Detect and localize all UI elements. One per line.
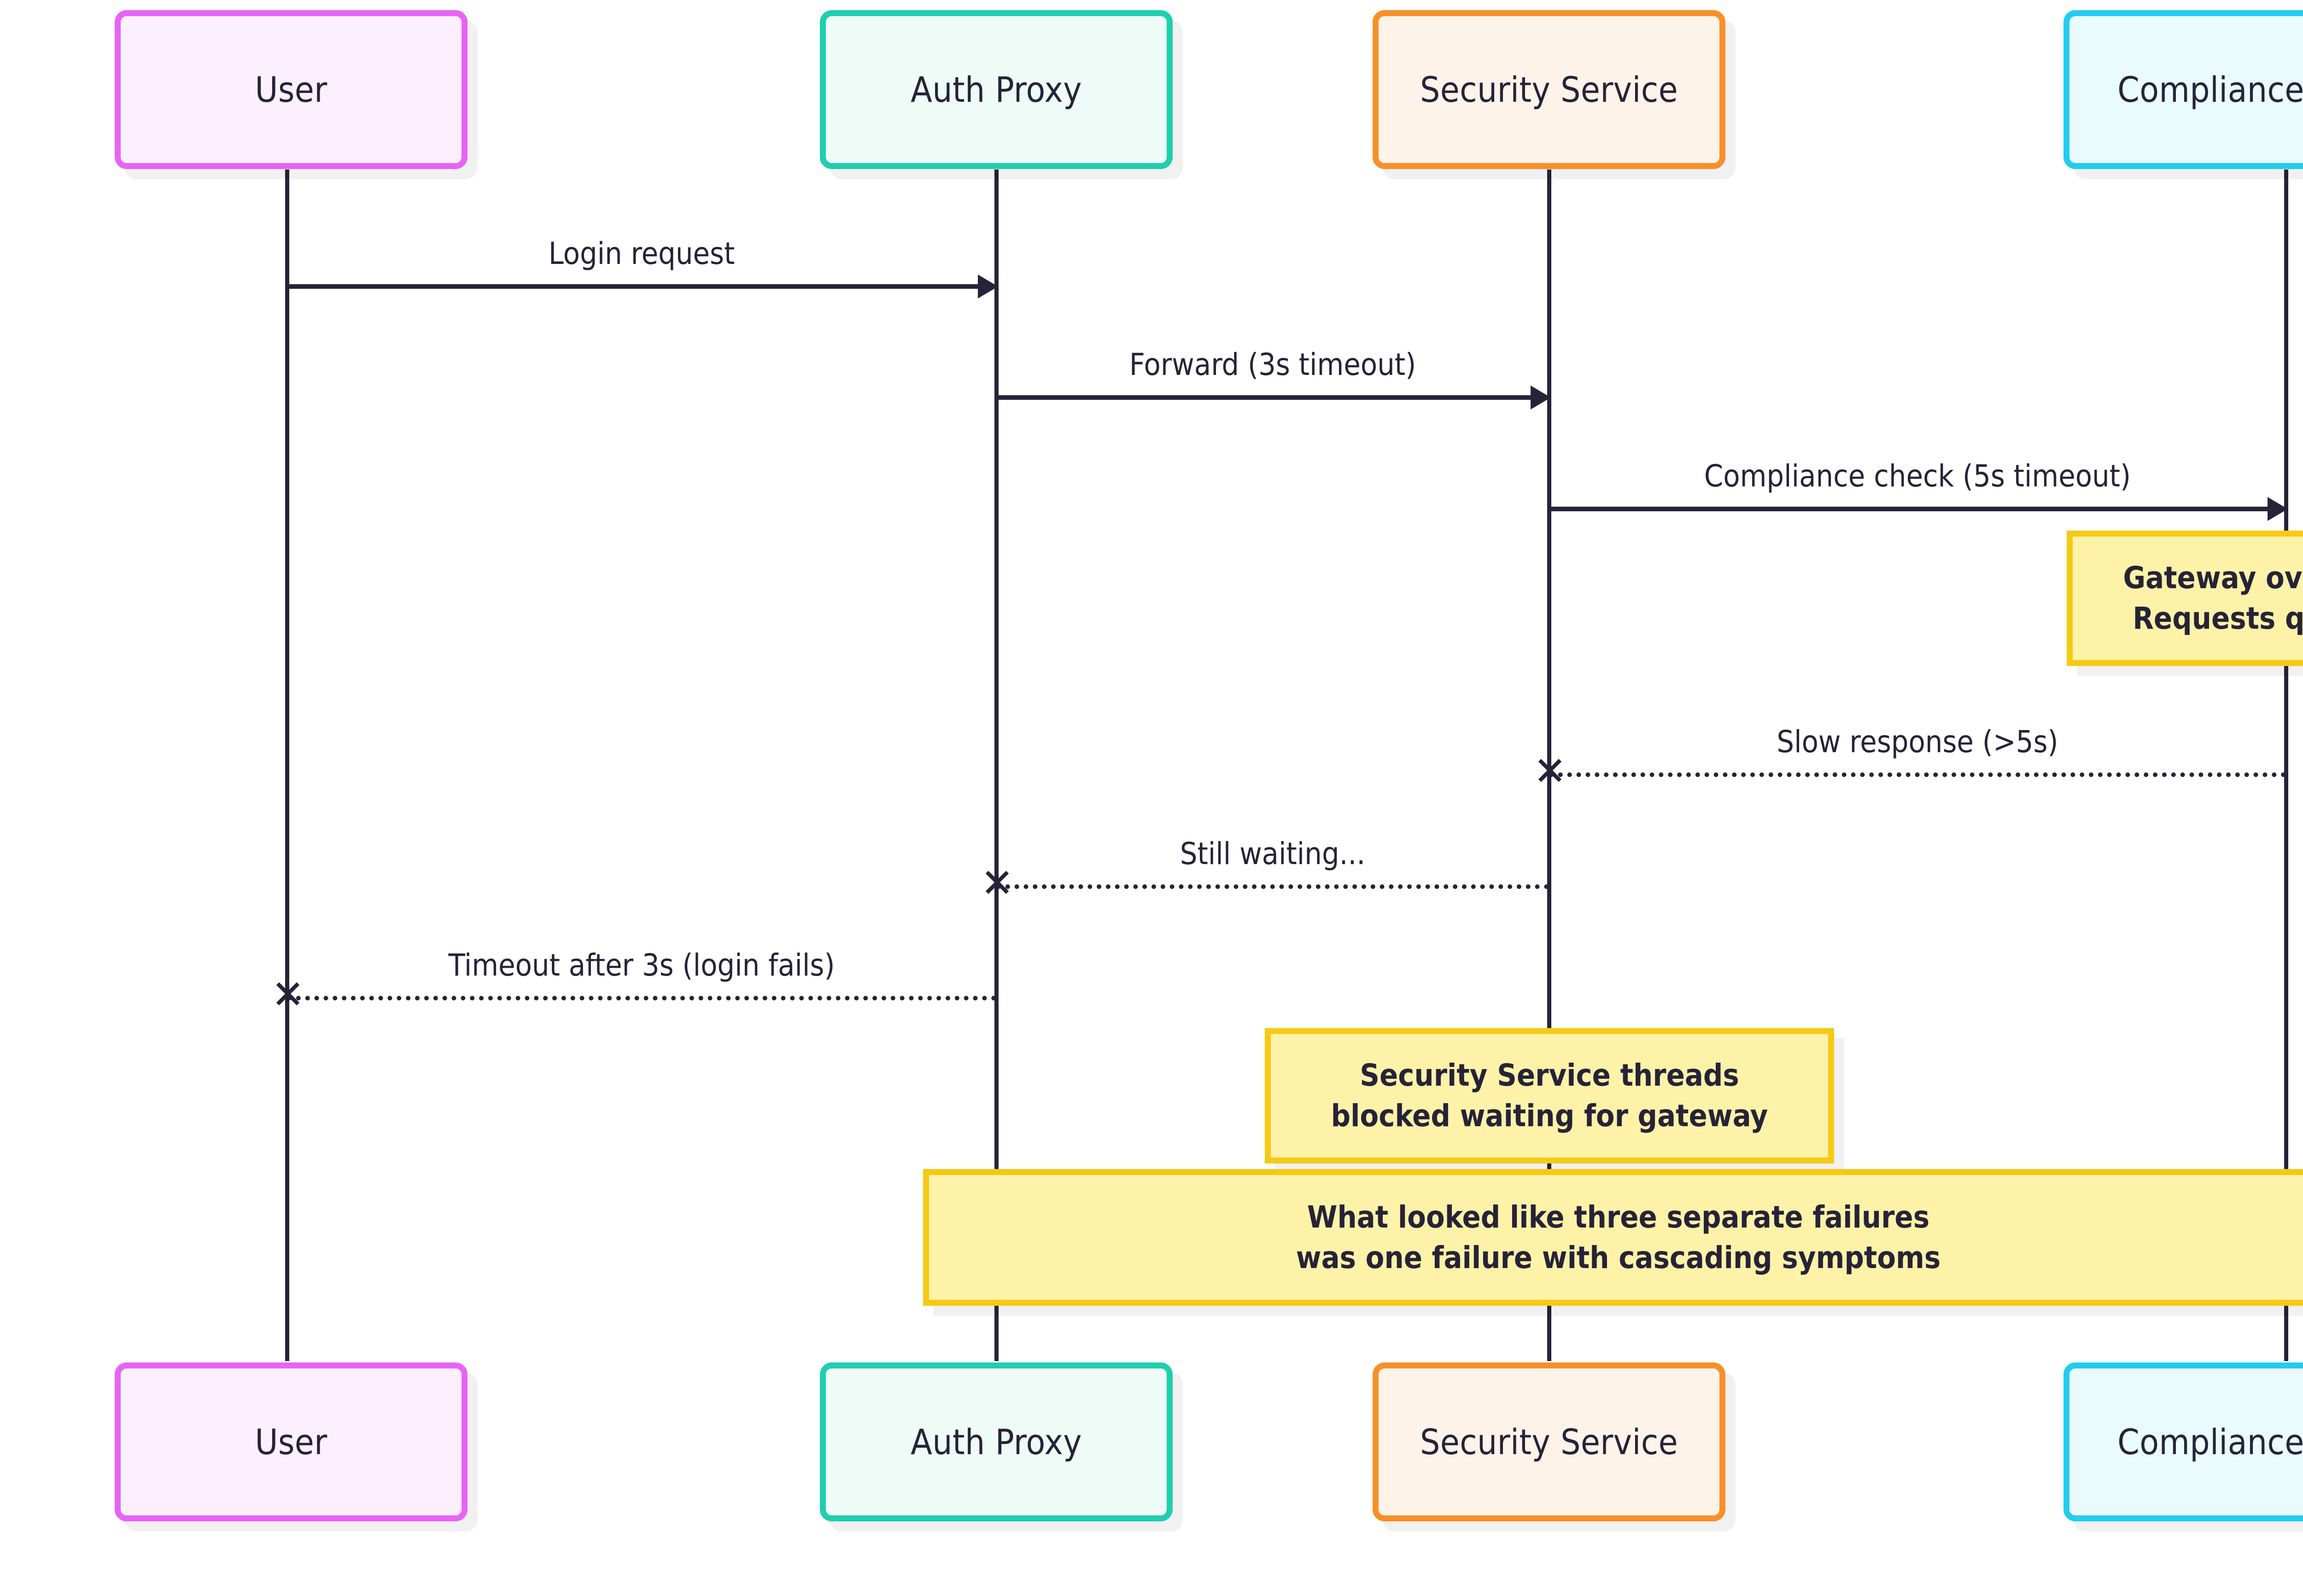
participant-bottom-compliance_gateway[interactable]: Compliance Gateway — [2063, 1362, 2303, 1521]
note-line: What looked like three separate failures — [1307, 1199, 1930, 1235]
participant-top-user[interactable]: User — [115, 10, 468, 169]
message-line — [996, 395, 1549, 400]
lifeline-security_service — [1547, 170, 1551, 1361]
arrowhead-icon — [978, 275, 998, 298]
arrowhead-icon — [1531, 386, 1551, 409]
participant-bottom-security_service[interactable]: Security Service — [1373, 1362, 1725, 1521]
message-line — [287, 996, 996, 1000]
participant-bottom-user[interactable]: User — [115, 1362, 468, 1521]
note-threads-blocked[interactable]: Security Service threads blocked waiting … — [1265, 1028, 1834, 1163]
participant-label: Auth Proxy — [911, 1421, 1082, 1462]
lifeline-user — [285, 170, 289, 1361]
message-line — [1549, 772, 2286, 777]
cross-marker-icon: ✕ — [981, 860, 1014, 906]
message-line — [287, 284, 996, 289]
message-label: Still waiting... — [1180, 836, 1366, 871]
note-cascading-symptoms[interactable]: What looked like three separate failures… — [923, 1169, 2303, 1306]
message-label: Timeout after 3s (login fails) — [448, 947, 835, 983]
cross-marker-icon: ✕ — [271, 972, 305, 1018]
note-line: Gateway overloaded — [2123, 560, 2303, 596]
note-line: was one failure with cascading symptoms — [1296, 1239, 1941, 1275]
arrowhead-icon — [2268, 497, 2288, 521]
message-label: Login request — [548, 236, 735, 271]
note-line: Security Service threads — [1360, 1058, 1739, 1093]
cross-marker-icon: ✕ — [1533, 748, 1567, 795]
participant-label: Compliance Gateway — [2117, 1421, 2303, 1462]
message-line — [1549, 507, 2286, 511]
lifeline-compliance_gateway — [2284, 170, 2288, 1361]
note-gateway-overloaded[interactable]: Gateway overloadedRequests queueing — [2067, 531, 2303, 666]
participant-label: Compliance Gateway — [2117, 69, 2303, 110]
participant-top-compliance_gateway[interactable]: Compliance Gateway — [2063, 10, 2303, 169]
participant-label: User — [255, 69, 327, 110]
participant-label: User — [255, 1421, 327, 1462]
note-line: blocked waiting for gateway — [1331, 1098, 1768, 1134]
participant-label: Security Service — [1420, 69, 1678, 110]
message-label: Forward (3s timeout) — [1129, 347, 1416, 382]
lifeline-auth_proxy — [994, 170, 999, 1361]
participant-bottom-auth_proxy[interactable]: Auth Proxy — [820, 1362, 1173, 1521]
participant-top-auth_proxy[interactable]: Auth Proxy — [820, 10, 1173, 169]
message-line — [996, 884, 1549, 889]
message-label: Slow response (>5s) — [1777, 724, 2058, 760]
message-label: Compliance check (5s timeout) — [1704, 458, 2131, 494]
participant-label: Security Service — [1420, 1421, 1678, 1462]
participant-label: Auth Proxy — [911, 69, 1082, 110]
note-line: Requests queueing — [2133, 601, 2303, 636]
participant-top-security_service[interactable]: Security Service — [1373, 10, 1725, 169]
